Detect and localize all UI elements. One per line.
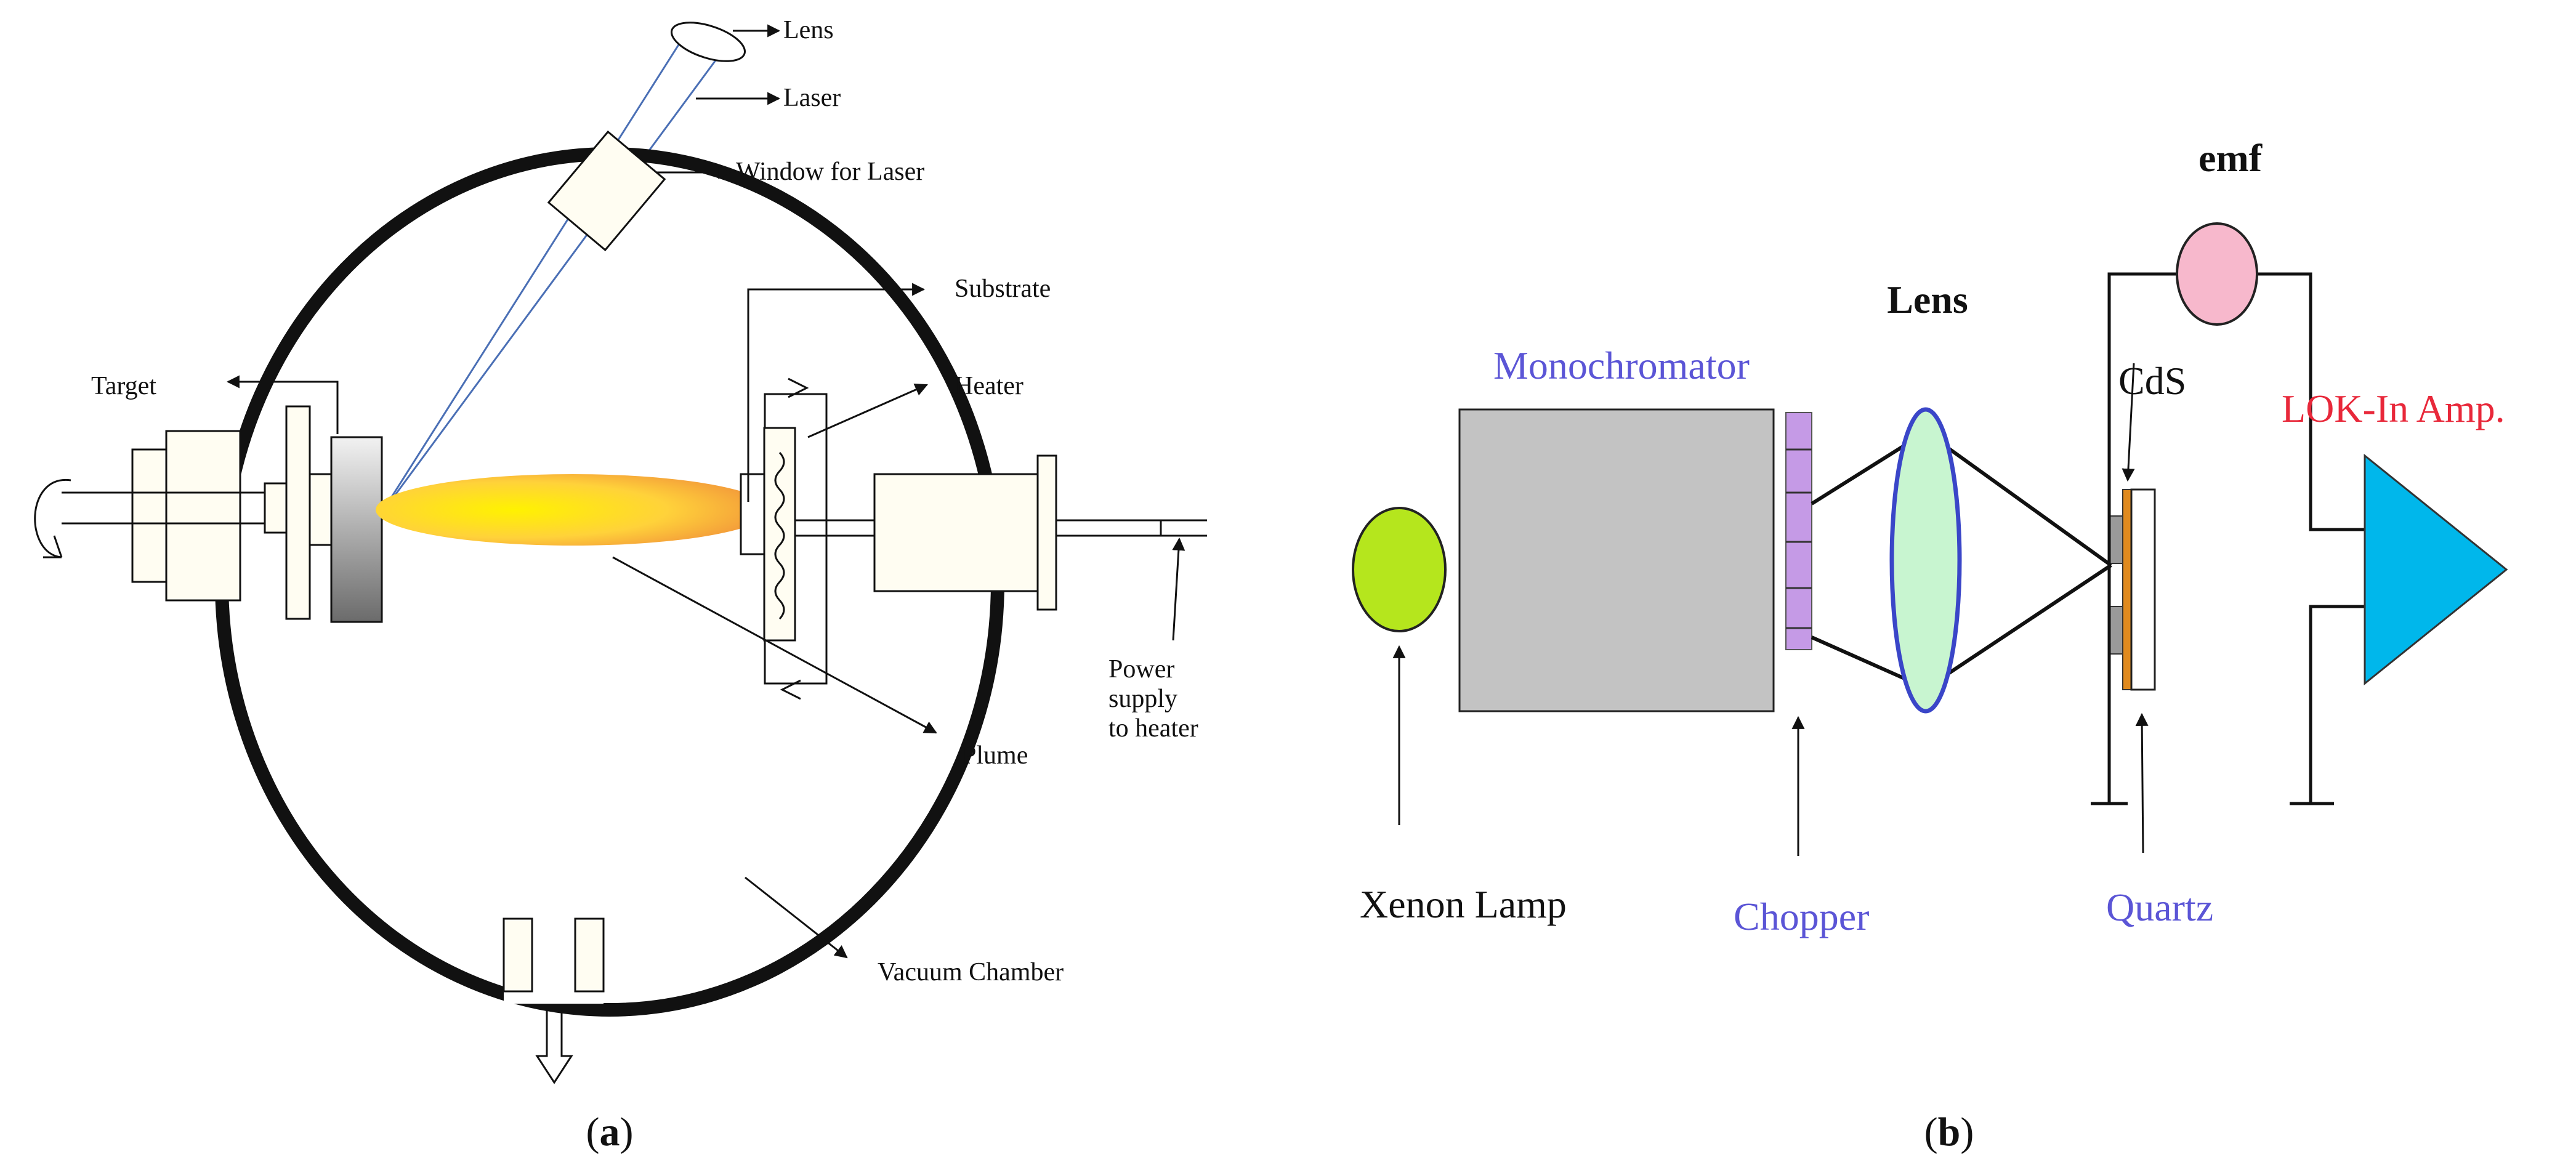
label-lock-in: LOK-In Amp. (2282, 387, 2505, 430)
label-lens-b: Lens (1887, 278, 1968, 321)
label-target: Target (91, 372, 156, 400)
pump-port-left (503, 917, 533, 993)
label-vacuum: Vacuum Chamber (878, 958, 1064, 986)
callouts-a (226, 24, 1185, 959)
chopper (1785, 412, 1812, 650)
label-laser: Laser (783, 84, 841, 112)
sample (2109, 488, 2156, 691)
label-power-1: Power (1108, 655, 1174, 683)
heater-assembly (740, 377, 1207, 700)
label-lens-a: Lens (783, 16, 834, 44)
label-emf: emf (2198, 136, 2263, 180)
label-cds: CdS (2118, 359, 2186, 403)
label-heater: Heater (955, 372, 1024, 400)
lock-in-amplifier (2364, 453, 2508, 686)
xenon-lamp (1352, 507, 1447, 632)
label-window: Window for Laser (736, 158, 924, 186)
emf-source (2176, 222, 2258, 326)
lens-a (670, 22, 746, 62)
target-disk (330, 436, 383, 623)
label-xenon: Xenon Lamp (1360, 882, 1567, 926)
monochromator (1458, 408, 1775, 712)
plume (376, 474, 770, 546)
panel-b-photoconductivity-setup: emf Lens Monochromator CdS LOK-In Amp. X… (1352, 136, 2508, 1155)
laser-window (547, 130, 666, 252)
circuit (2091, 272, 2365, 805)
down-arrow-icon (535, 1009, 573, 1084)
label-monochromator: Monochromator (1493, 344, 1750, 387)
label-power-3: to heater (1108, 714, 1198, 743)
label-substrate: Substrate (955, 275, 1051, 303)
label-power-2: supply (1108, 685, 1177, 713)
label-plume: Plume (962, 741, 1028, 770)
lens-b (1889, 407, 1962, 714)
label-chopper: Chopper (1734, 895, 1869, 938)
caption-b: (b) (1924, 1110, 1974, 1155)
pump-port-right (574, 917, 605, 993)
cds-film (2122, 489, 2132, 690)
target-holder (62, 405, 383, 623)
panel-a-pld-chamber: Lens Laser Window for Laser Substrate He… (34, 16, 1207, 1155)
quartz-substrate (2130, 488, 2156, 691)
label-quartz: Quartz (2106, 885, 2213, 929)
caption-a: (a) (586, 1110, 634, 1155)
laser-beam (378, 36, 734, 518)
rotation-arrow-icon (34, 479, 71, 558)
